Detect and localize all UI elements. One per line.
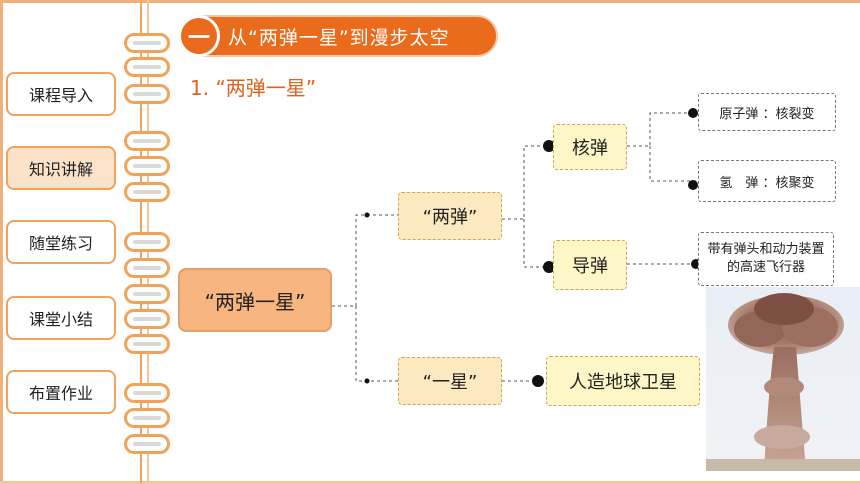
binder-ring-icon	[124, 84, 170, 104]
nav-item-knowledge[interactable]: 知识讲解	[6, 146, 116, 190]
bottom-edge	[0, 481, 860, 484]
connector-line	[627, 112, 698, 147]
binder-ring-icon	[124, 182, 170, 202]
section-title-pill: 一 从“两弹一星”到漫步太空	[178, 15, 498, 57]
section-number: 一	[178, 15, 220, 57]
binder-ring-icon	[124, 408, 170, 428]
binder-ring-icon	[124, 434, 170, 454]
connector-line	[649, 146, 698, 182]
mindmap-node-daodan: 导弹	[553, 240, 627, 290]
mindmap-leaf-atomic-bomb: 原子弹 ：核裂变	[698, 93, 836, 131]
binder-ring-icon	[124, 258, 170, 278]
binder-ring-icon	[124, 156, 170, 176]
mushroom-cloud-photo	[706, 287, 860, 471]
nav-item-label: 课程导入	[28, 86, 93, 105]
nav-item-practice[interactable]: 随堂练习	[6, 220, 116, 264]
top-edge	[0, 0, 860, 3]
mindmap-node-hedan: 核弹	[553, 124, 627, 170]
binder-ring-icon	[124, 232, 170, 252]
connector-dot	[532, 375, 544, 387]
mindmap-leaf-missile-definition: 带有弹头和动力装置的高速飞行器	[698, 232, 834, 286]
connector-line	[502, 145, 553, 220]
nav-item-homework[interactable]: 布置作业	[6, 370, 116, 414]
connector-dot	[688, 108, 698, 118]
mindmap-node-liangdan: “两弹”	[398, 192, 502, 240]
connector-dot	[364, 378, 370, 384]
left-edge	[0, 0, 3, 484]
connector-line	[355, 306, 398, 382]
binder-ring-icon	[124, 334, 170, 354]
binder-ring-icon	[124, 383, 170, 403]
binder-ring-icon	[124, 33, 170, 53]
binder-ring-icon	[124, 57, 170, 77]
connector-line	[332, 214, 398, 307]
mindmap-leaf-hydrogen-bomb: 氢 弹 ：核聚变	[698, 160, 836, 202]
nav-item-label: 随堂练习	[28, 234, 93, 253]
mindmap-node-yixing: “一星”	[398, 357, 502, 405]
connector-dot	[688, 180, 698, 190]
connector-dot	[364, 212, 370, 218]
binder-ring-icon	[124, 131, 170, 151]
mindmap-node-satellite: 人造地球卫星	[546, 356, 700, 406]
nav-item-course-intro[interactable]: 课程导入	[6, 72, 116, 116]
binder-ring-icon	[124, 284, 170, 304]
mindmap-root: “两弹一星”	[178, 268, 332, 332]
nav-item-summary[interactable]: 课堂小结	[6, 296, 116, 340]
section-title: 从“两弹一星”到漫步太空	[228, 26, 450, 49]
connector-line	[523, 219, 553, 268]
subsection-title: 1. “两弹一星”	[190, 76, 317, 100]
nav-item-label: 课堂小结	[28, 310, 93, 329]
nav-item-label: 知识讲解	[28, 160, 93, 179]
binder-ring-icon	[124, 309, 170, 329]
nav-item-label: 布置作业	[28, 384, 93, 403]
